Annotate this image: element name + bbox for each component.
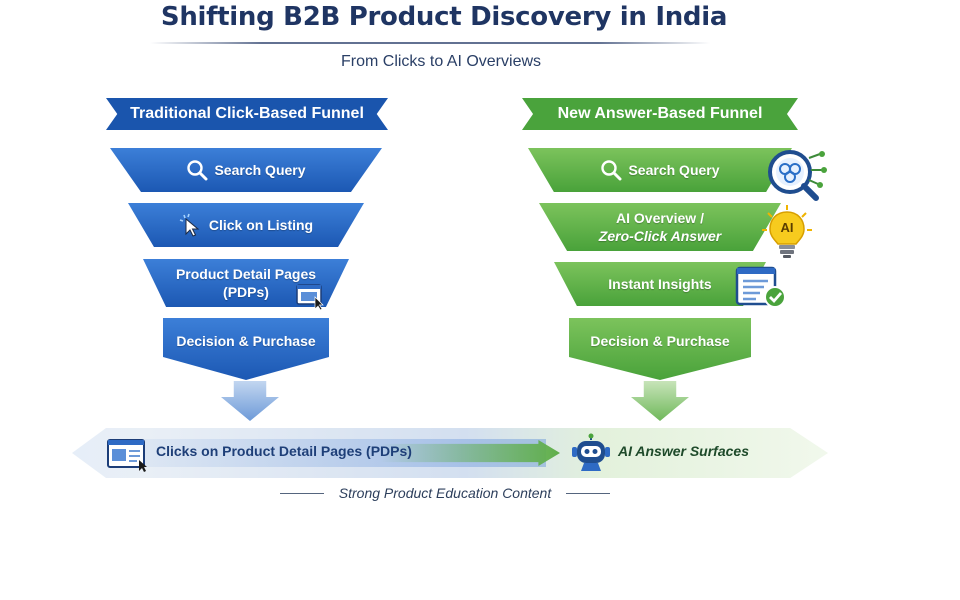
ai-assistant-robot-icon — [570, 433, 612, 473]
stage-label-line1: AI Overview / — [616, 210, 704, 226]
stage-label: Instant Insights — [608, 276, 712, 292]
ai-lightbulb-icon: AI — [760, 204, 814, 260]
stage-label: Search Query — [628, 162, 720, 178]
left-funnel-banner: Traditional Click-Based Funnel — [106, 98, 388, 130]
right-funnel-banner: New Answer-Based Funnel — [522, 98, 798, 130]
left-down-arrow — [221, 381, 279, 421]
page-subtitle: From Clicks to AI Overviews — [340, 53, 542, 70]
stage-label: Decision & Purchase — [176, 333, 316, 349]
document-check-icon — [734, 266, 790, 310]
right-stage-ai-overview: AI Overview / Zero-Click Answer — [539, 203, 781, 251]
footer-rule-right — [566, 493, 610, 494]
stage-label-line2: (PDPs) — [223, 284, 269, 300]
footer-rule-left — [280, 493, 324, 494]
stage-label: Search Query — [214, 162, 306, 178]
page-title: Shifting B2B Product Discovery in India — [160, 2, 728, 32]
search-icon — [186, 159, 208, 181]
title-underline — [150, 42, 710, 44]
stage-label-line1: Product Detail Pages — [175, 266, 317, 282]
stage-label-line2: Zero-Click Answer — [598, 228, 722, 244]
right-stage-decision-purchase: Decision & Purchase — [569, 318, 751, 380]
right-down-arrow — [631, 381, 689, 421]
right-stage-instant-insights: Instant Insights — [554, 262, 766, 306]
right-stage-search-query: Search Query — [528, 148, 792, 192]
pdp-clicks-label: Clicks on Product Detail Pages (PDPs) — [156, 443, 412, 459]
stage-label: Decision & Purchase — [590, 333, 730, 349]
transition-green-arrow — [380, 440, 560, 466]
left-stage-click-on-listing: Click on Listing — [128, 203, 364, 247]
ai-network-search-icon — [766, 148, 828, 202]
stage-label: Click on Listing — [208, 217, 314, 233]
browser-window-icon — [106, 438, 150, 472]
browser-window-icon — [296, 284, 326, 311]
footer-caption: Strong Product Education Content — [338, 485, 552, 501]
cursor-click-icon — [179, 213, 203, 237]
ai-answer-surfaces-label: AI Answer Surfaces — [618, 443, 749, 459]
ai-badge: AI — [780, 220, 794, 235]
left-stage-decision-purchase: Decision & Purchase — [163, 318, 329, 380]
search-icon — [600, 159, 622, 181]
left-stage-search-query: Search Query — [110, 148, 382, 192]
